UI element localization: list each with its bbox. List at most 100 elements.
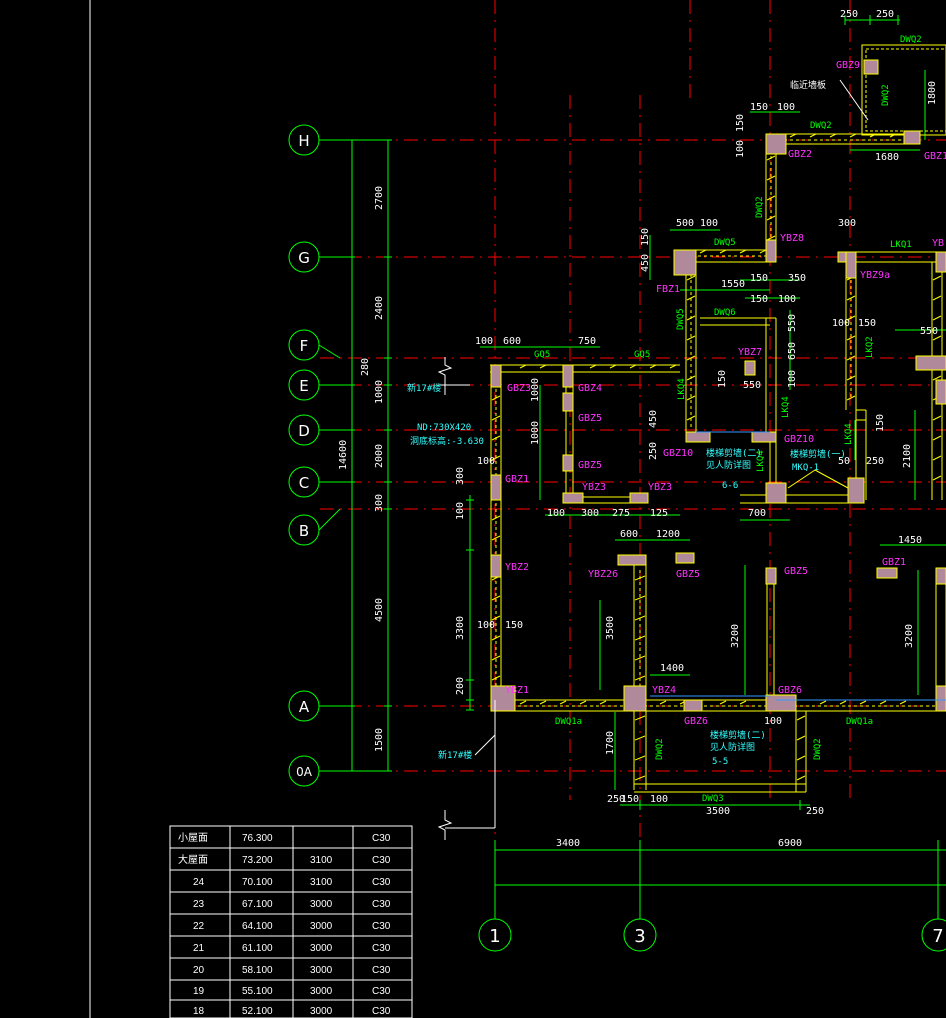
dimension-texts: 250 250 1800 1680 150 100 150 100 500 10… bbox=[338, 9, 938, 849]
svg-text:100: 100 bbox=[778, 294, 796, 305]
table-cell: 24 bbox=[193, 877, 205, 888]
svg-text:YBZ7: YBZ7 bbox=[738, 347, 762, 358]
svg-text:LKQ4: LKQ4 bbox=[844, 423, 854, 445]
svg-text:150: 150 bbox=[621, 794, 639, 805]
svg-text:GBZ4: GBZ4 bbox=[578, 383, 602, 394]
detail-lines bbox=[650, 431, 946, 701]
svg-text:GBZ2: GBZ2 bbox=[788, 149, 812, 160]
svg-text:D: D bbox=[298, 422, 310, 440]
svg-text:3200: 3200 bbox=[730, 624, 741, 648]
svg-text:250: 250 bbox=[607, 794, 625, 805]
columns bbox=[490, 59, 946, 712]
svg-text:1400: 1400 bbox=[660, 663, 684, 674]
svg-text:6900: 6900 bbox=[778, 838, 802, 849]
svg-text:DWQ6: DWQ6 bbox=[714, 308, 736, 318]
table-cell: C30 bbox=[372, 833, 391, 844]
svg-text:600: 600 bbox=[620, 529, 638, 540]
axis-bubble-e: E bbox=[288, 369, 320, 401]
svg-text:3500: 3500 bbox=[605, 616, 616, 640]
axis-bubble-a: A bbox=[288, 690, 320, 722]
svg-text:DWQ2: DWQ2 bbox=[755, 196, 765, 218]
svg-text:MKQ-1: MKQ-1 bbox=[792, 463, 819, 473]
svg-text:100: 100 bbox=[700, 218, 718, 229]
svg-text:300: 300 bbox=[374, 494, 385, 512]
svg-text:GBZ1: GBZ1 bbox=[882, 557, 906, 568]
svg-text:YBZ2: YBZ2 bbox=[505, 562, 529, 573]
table-cell: 61.100 bbox=[242, 943, 273, 954]
svg-text:150: 150 bbox=[750, 102, 768, 113]
svg-text:B: B bbox=[299, 522, 309, 540]
svg-text:4500: 4500 bbox=[374, 598, 385, 622]
svg-text:300: 300 bbox=[838, 218, 856, 229]
svg-text:100: 100 bbox=[832, 318, 850, 329]
axis-bubble-h: H bbox=[288, 124, 320, 156]
svg-text:GBZ5: GBZ5 bbox=[578, 460, 602, 471]
svg-text:200: 200 bbox=[455, 677, 466, 695]
svg-text:100: 100 bbox=[477, 620, 495, 631]
table-cell: 58.100 bbox=[242, 965, 273, 976]
svg-text:DWQ1a: DWQ1a bbox=[555, 717, 582, 727]
svg-text:100: 100 bbox=[477, 456, 495, 467]
axis-lines bbox=[320, 0, 946, 915]
row-axis-bubbles: H G F E D C B A 0A bbox=[288, 124, 355, 787]
svg-text:250: 250 bbox=[648, 442, 659, 460]
svg-text:275: 275 bbox=[612, 508, 630, 519]
svg-text:DWQ2: DWQ2 bbox=[655, 738, 665, 760]
svg-text:550: 550 bbox=[920, 326, 938, 337]
svg-text:3200: 3200 bbox=[904, 624, 915, 648]
svg-text:450: 450 bbox=[640, 254, 651, 272]
svg-text:1200: 1200 bbox=[656, 529, 680, 540]
svg-text:GQ5: GQ5 bbox=[634, 350, 650, 360]
svg-text:YB: YB bbox=[932, 238, 944, 249]
svg-text:3: 3 bbox=[634, 926, 645, 947]
svg-text:DWQ2: DWQ2 bbox=[813, 738, 823, 760]
wall-hatch bbox=[491, 133, 942, 781]
svg-text:见人防详图: 见人防详图 bbox=[710, 741, 755, 753]
table-cell: 3000 bbox=[310, 943, 333, 954]
svg-text:DWQ1a: DWQ1a bbox=[846, 717, 873, 727]
svg-text:250: 250 bbox=[876, 9, 894, 20]
table-cell: 22 bbox=[193, 921, 205, 932]
axis-bubble-1: 1 bbox=[478, 918, 512, 952]
table-cell: 23 bbox=[193, 899, 205, 910]
svg-text:550: 550 bbox=[787, 314, 798, 332]
svg-text:150: 150 bbox=[858, 318, 876, 329]
table-cell: 3000 bbox=[310, 899, 333, 910]
svg-text:GBZ10: GBZ10 bbox=[784, 434, 814, 445]
svg-text:100: 100 bbox=[735, 140, 746, 158]
table-cell: C30 bbox=[372, 877, 391, 888]
svg-text:GQ5: GQ5 bbox=[534, 350, 550, 360]
svg-text:7: 7 bbox=[932, 926, 943, 947]
svg-text:1000: 1000 bbox=[530, 421, 541, 445]
svg-text:临近墙板: 临近墙板 bbox=[790, 79, 826, 91]
wall-tags: DWQ2 DWQ2 DWQ2 DWQ2 DWQ5 DWQ5 DWQ6 LKQ1 … bbox=[534, 35, 922, 804]
svg-text:300: 300 bbox=[581, 508, 599, 519]
svg-text:2000: 2000 bbox=[374, 444, 385, 468]
axis-bubble-f: F bbox=[288, 329, 320, 361]
table-cell: 52.100 bbox=[242, 1006, 273, 1017]
svg-text:新17#楼: 新17#楼 bbox=[438, 749, 472, 761]
walls bbox=[490, 44, 946, 793]
svg-text:楼梯剪墙(一): 楼梯剪墙(一) bbox=[790, 448, 846, 460]
svg-text:E: E bbox=[299, 377, 308, 395]
svg-text:100: 100 bbox=[547, 508, 565, 519]
table-cell: 18 bbox=[193, 1006, 205, 1017]
svg-text:DWQ3: DWQ3 bbox=[702, 794, 724, 804]
svg-text:GBZ1: GBZ1 bbox=[924, 151, 946, 162]
table-cell: 3000 bbox=[310, 1006, 333, 1017]
axis-bubble-g: G bbox=[288, 241, 320, 273]
table-cell: C30 bbox=[372, 965, 391, 976]
svg-text:A: A bbox=[299, 698, 310, 716]
svg-text:1: 1 bbox=[489, 926, 500, 947]
svg-text:GBZ6: GBZ6 bbox=[778, 685, 802, 696]
table-cell: C30 bbox=[372, 986, 391, 997]
table-cell: 64.100 bbox=[242, 921, 273, 932]
svg-text:1000: 1000 bbox=[530, 378, 541, 402]
table-cell: 21 bbox=[193, 943, 205, 954]
dimension-lines bbox=[348, 15, 946, 890]
svg-text:550: 550 bbox=[743, 380, 761, 391]
table-cell: 3000 bbox=[310, 965, 333, 976]
axis-bubble-7: 7 bbox=[921, 918, 946, 952]
